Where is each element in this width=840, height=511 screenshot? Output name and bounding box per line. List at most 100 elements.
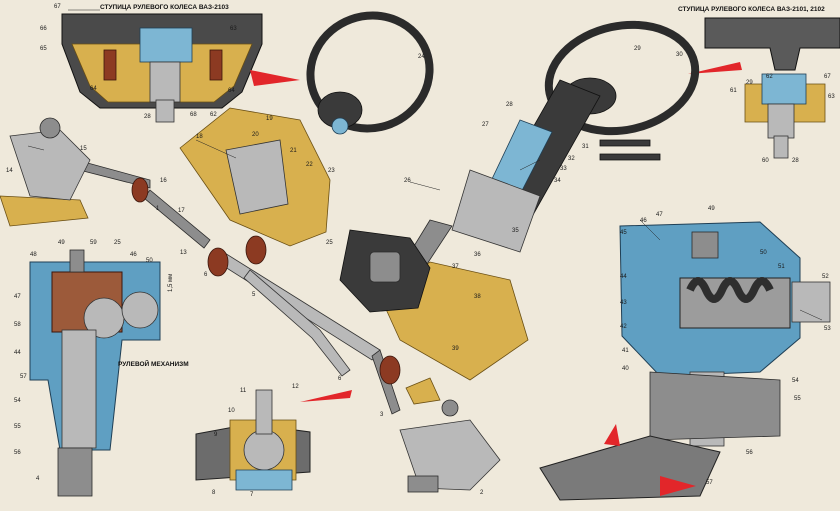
part-label-l8: 8 [212,490,216,496]
part-label-l10: 10 [228,408,235,414]
part-label-l58: 58 [14,322,21,328]
part-label-l6a: 6 [204,272,208,278]
part-label-l23: 23 [328,168,335,174]
part-label-l37: 37 [452,264,459,270]
part-label-l25b: 25 [114,240,121,246]
part-label-l6b: 6 [338,376,342,382]
part-label-l11: 11 [240,388,247,394]
ball-joint-inset [195,389,352,491]
part-label-l62b: 62 [766,74,773,80]
part-label-l16: 16 [160,178,167,184]
part-label-l60: 60 [762,158,769,164]
part-label-l18: 18 [196,134,203,140]
part-label-l57a: 57 [20,374,27,380]
leader-lines [27,9,823,321]
hub-2101-inset [688,17,840,159]
part-label-l25a: 25 [326,240,333,246]
pointer-arrow [300,390,352,402]
part-label-l55b: 55 [794,396,801,402]
part-label-l34: 34 [554,178,561,184]
part-label-l28c: 28 [506,102,513,108]
rotation-arrow [604,424,620,446]
part-label-l46a: 46 [130,252,137,258]
part-label-l62a: 62 [210,112,217,118]
part-label-l47b: 47 [656,212,663,218]
part-label-l20: 20 [252,132,259,138]
part-label-l26: 26 [404,178,411,184]
part-label-l51: 51 [778,264,785,270]
part-label-l45: 45 [620,230,627,236]
part-label-l50b: 50 [760,250,767,256]
part-label-l61: 61 [730,88,737,94]
part-label-l48: 48 [30,252,37,258]
part-label-l39: 39 [452,346,459,352]
part-label-l56b: 56 [746,450,753,456]
part-label-l59: 59 [90,240,97,246]
part-label-l43: 43 [620,300,627,306]
part-label-l44b: 44 [620,274,627,280]
part-label-l41: 41 [622,348,629,354]
part-label-l3: 3 [380,412,384,418]
steering-gear-cutaway [29,249,161,497]
part-label-l57b: 57 [706,480,713,486]
part-label-l27: 27 [482,122,489,128]
steering-wheel-left [306,11,434,135]
dimension-label: 1,5 мм [168,274,174,292]
part-label-l22: 22 [306,162,313,168]
part-label-l7: 7 [250,492,254,498]
part-label-l28a: 28 [144,114,151,120]
part-label-l66: 66 [40,26,47,32]
part-label-l63a: 63 [230,26,237,32]
part-label-l29b: 29 [746,80,753,86]
right-knuckle [399,399,501,493]
part-label-l64b: 64 [228,88,235,94]
rotation-arrow [660,476,696,496]
part-label-l13: 13 [180,250,187,256]
part-label-l56a: 56 [14,450,21,456]
part-label-l1: 1 [156,206,160,212]
part-label-l55a: 55 [14,424,21,430]
part-label-l30: 30 [676,52,683,58]
linkage-rods [39,149,401,415]
part-label-l40: 40 [622,366,629,372]
part-label-l12: 12 [292,384,299,390]
steering-gear-cutaway-right [539,221,831,501]
caption-hub-2103: СТУПИЦА РУЛЕВОГО КОЛЕСА ВАЗ-2103 [100,4,229,11]
part-label-l21: 21 [290,148,297,154]
part-label-l52: 52 [822,274,829,280]
part-label-l36: 36 [474,252,481,258]
part-label-l35: 35 [512,228,519,234]
part-label-l9: 9 [214,432,218,438]
left-knuckle [9,117,289,215]
part-label-l46b: 46 [640,218,647,224]
part-label-l42: 42 [620,324,627,330]
part-label-l14: 14 [6,168,13,174]
part-label-l49b: 49 [708,206,715,212]
part-label-l33: 33 [560,166,567,172]
part-label-l67a: 67 [54,4,61,10]
part-label-l63b: 63 [828,94,835,100]
caption-hub-2101: СТУПИЦА РУЛЕВОГО КОЛЕСА ВАЗ-2101, 2102 [678,6,825,13]
part-label-l67b: 67 [824,74,831,80]
part-label-l68: 68 [190,112,197,118]
part-label-l64a: 64 [90,86,97,92]
part-label-l4: 4 [36,476,40,482]
part-label-l49a: 49 [58,240,65,246]
part-label-l5: 5 [252,292,256,298]
part-label-l24: 24 [418,54,425,60]
steering-gear-box [339,229,431,313]
hub-2103-inset [61,13,300,123]
part-label-l44a: 44 [14,350,21,356]
part-label-l50a: 50 [146,258,153,264]
part-label-l53: 53 [824,326,831,332]
pointer-arrow [688,62,742,74]
part-label-l17: 17 [178,208,185,214]
part-label-l19: 19 [266,116,273,122]
part-label-l2: 2 [480,490,484,496]
part-label-l15: 15 [80,146,87,152]
pointer-arrow [250,70,300,86]
part-label-l47a: 47 [14,294,21,300]
